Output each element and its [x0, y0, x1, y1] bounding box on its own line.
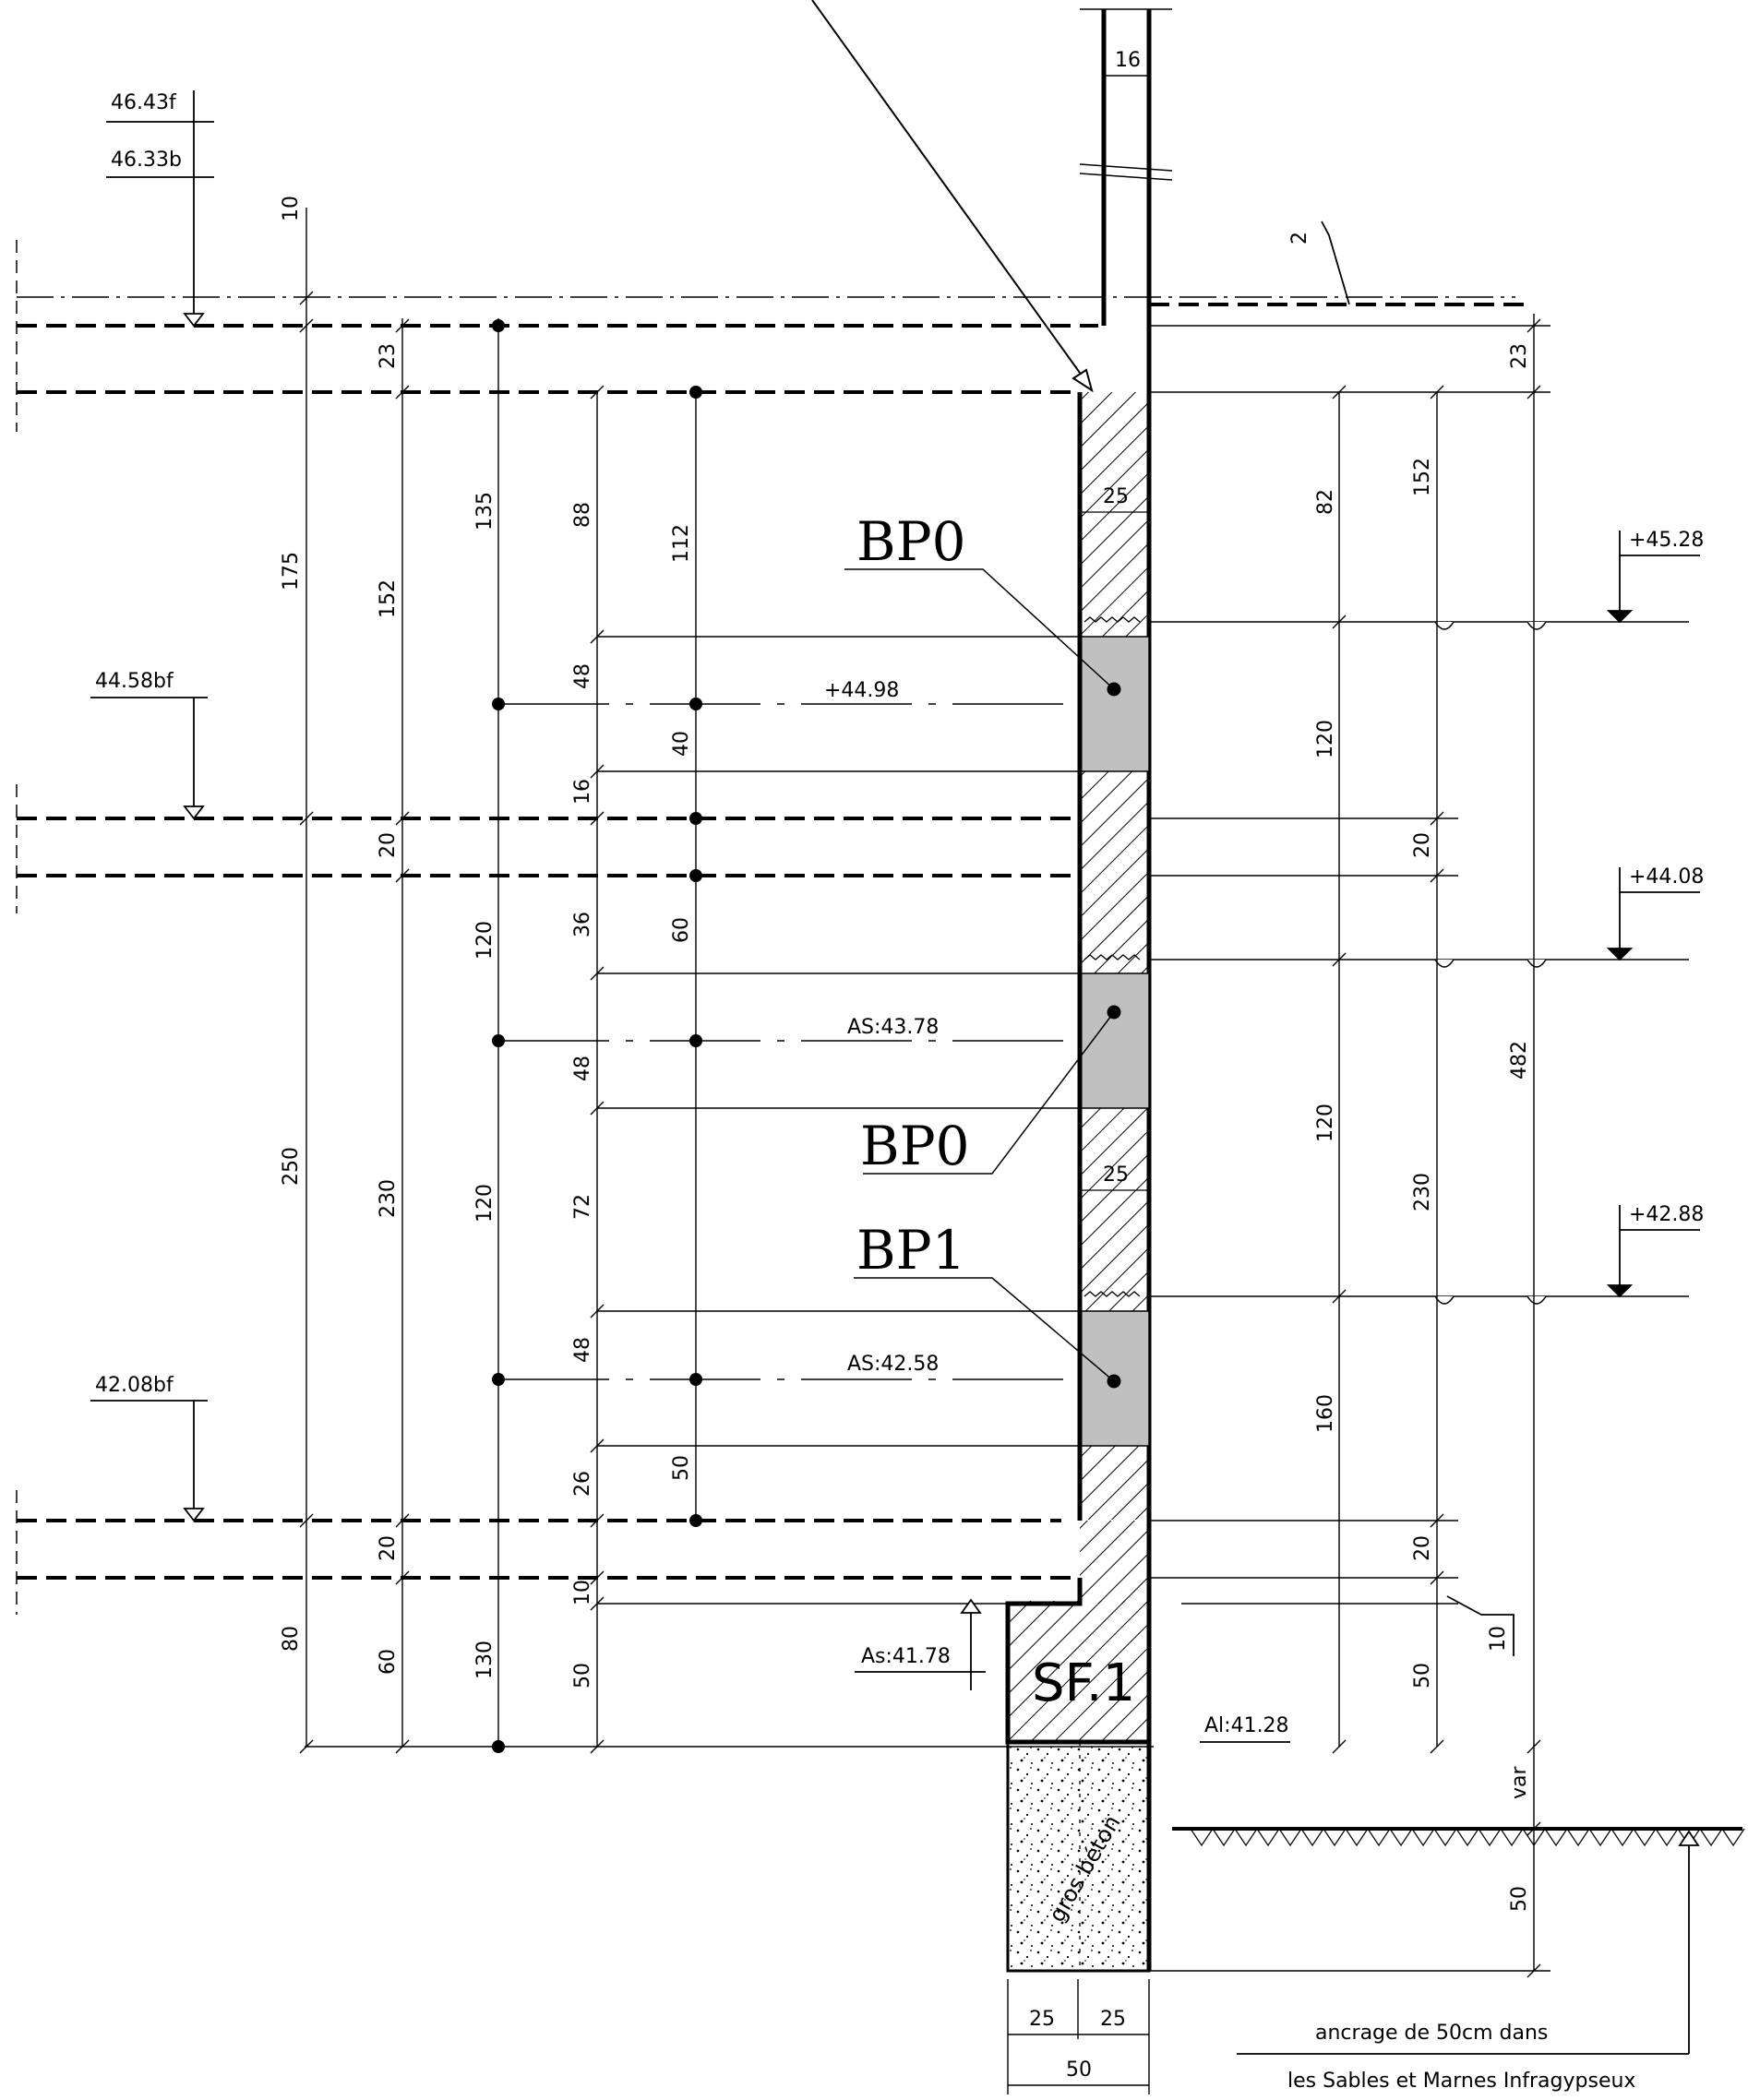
ground-line — [1172, 1827, 1745, 1847]
dim-right-b-1: 20 — [1411, 832, 1434, 858]
dimension-values: 10 175 250 80 23 152 20 230 20 60 135 12… — [280, 196, 1531, 1912]
dim-wall-16: 16 — [1115, 49, 1141, 72]
tag-bp1: BP1 — [856, 1219, 966, 1282]
dim-right-b-3: 20 — [1411, 1535, 1434, 1561]
left-slabs — [16, 240, 1515, 1615]
dim-col4-3: 36 — [571, 912, 594, 937]
level-46-33b: 46.33b — [111, 149, 182, 172]
dim-right-a-3: 160 — [1314, 1394, 1337, 1433]
dim-right-c-2: var — [1508, 1765, 1531, 1799]
dim-col4-7: 26 — [571, 1471, 594, 1497]
dim-small-2: 2 — [1288, 232, 1311, 245]
dim-col5-0: 112 — [670, 524, 693, 563]
dim-col5-2: 60 — [670, 917, 693, 943]
dim-right-c-0: 23 — [1508, 343, 1531, 369]
dim-right-b-2: 230 — [1411, 1173, 1434, 1211]
dim-right-c-3: 50 — [1508, 1886, 1531, 1912]
level-46-43f: 46.43f — [111, 91, 177, 114]
level-42-08bf: 42.08bf — [95, 1374, 174, 1397]
dim-col4-5: 72 — [571, 1194, 594, 1220]
dim-col1-3: 80 — [280, 1626, 303, 1652]
dim-col1-0: 10 — [280, 196, 303, 221]
level-44-58bf: 44.58bf — [95, 670, 174, 693]
dim-col3-2: 120 — [473, 1184, 497, 1223]
ai-41-28: Al:41.28 — [1204, 1714, 1289, 1737]
bond-beam-1 — [1079, 636, 1150, 772]
leader-arrow — [811, 0, 1094, 393]
dim-col5-1: 40 — [670, 731, 693, 757]
tag-leaders — [844, 568, 1115, 1382]
level-markers-right — [855, 221, 1700, 2055]
dim-bottom-50: 50 — [1066, 2058, 1092, 2082]
bond-beam-2 — [1079, 972, 1150, 1109]
wall-dimension-values: 16 25 25 25 25 50 — [1029, 49, 1141, 2082]
dim-col4-0: 88 — [571, 502, 594, 528]
dim-bottom-25-a: 25 — [1029, 2008, 1055, 2031]
level-44-08: +44.08 — [1629, 865, 1704, 889]
dim-right-a-0: 82 — [1314, 489, 1337, 515]
dim-col4-9: 50 — [571, 1663, 594, 1688]
dim-small-10: 10 — [1487, 1626, 1510, 1652]
wall-dimensions — [1007, 75, 1150, 2094]
tag-sf1: SF.1 — [1032, 1653, 1135, 1713]
dim-right-c-1: 482 — [1508, 1041, 1531, 1080]
dim-col3-0: 135 — [473, 492, 497, 531]
as-41-78: As:41.78 — [861, 1645, 951, 1668]
dim-col2-0: 23 — [377, 343, 400, 369]
dim-col2-1: 152 — [377, 579, 400, 618]
dim-col4-8: 10 — [571, 1580, 594, 1605]
dim-bottom-25-b: 25 — [1100, 2008, 1126, 2031]
tag-bp0-lower: BP0 — [860, 1115, 970, 1177]
dim-col4-2: 16 — [571, 779, 594, 805]
right-side-lines — [1149, 303, 1689, 1972]
dim-col4-1: 48 — [571, 663, 594, 689]
level-42-88: +42.88 — [1629, 1203, 1704, 1226]
dim-col2-2: 20 — [377, 832, 400, 858]
dim-right-b-0: 152 — [1411, 458, 1434, 496]
dim-col5-3: 50 — [670, 1455, 693, 1481]
axis-44-98: +44.98 — [824, 679, 899, 702]
anchor-note-line2: les Sables et Marnes Infragypseux — [1287, 2070, 1635, 2093]
dim-col3-1: 120 — [473, 921, 497, 960]
dim-col2-4: 20 — [377, 1535, 400, 1561]
axis-43-78: AS:43.78 — [847, 1016, 939, 1039]
lean-concrete — [1006, 1740, 1151, 1973]
labels: 46.43f 46.33b 44.58bf 42.08bf +45.28 +44… — [95, 91, 1704, 2093]
anchor-note-line1: ancrage de 50cm dans — [1315, 2022, 1548, 2045]
dim-col1-1: 175 — [280, 552, 303, 591]
dim-wall-25-a: 25 — [1103, 485, 1129, 508]
dim-col4-4: 48 — [571, 1056, 594, 1081]
tag-bp0-upper: BP0 — [856, 510, 966, 573]
dim-wall-25-b: 25 — [1103, 1163, 1129, 1187]
level-markers-left — [90, 90, 214, 1522]
dim-right-a-2: 120 — [1314, 1104, 1337, 1142]
retaining-wall — [1005, 392, 1150, 1745]
dim-col3-3: 130 — [473, 1641, 497, 1679]
dim-col2-5: 60 — [377, 1649, 400, 1675]
dim-right-b-4: 50 — [1411, 1663, 1434, 1688]
dimension-lines — [299, 208, 1541, 1978]
dim-col1-2: 250 — [280, 1147, 303, 1186]
dim-col4-6: 48 — [571, 1337, 594, 1363]
level-45-28: +45.28 — [1629, 529, 1704, 552]
axis-42-58: AS:42.58 — [847, 1353, 939, 1376]
dimension-dots — [492, 319, 702, 1753]
dim-right-a-1: 120 — [1314, 720, 1337, 758]
dim-col2-3: 230 — [377, 1179, 400, 1218]
